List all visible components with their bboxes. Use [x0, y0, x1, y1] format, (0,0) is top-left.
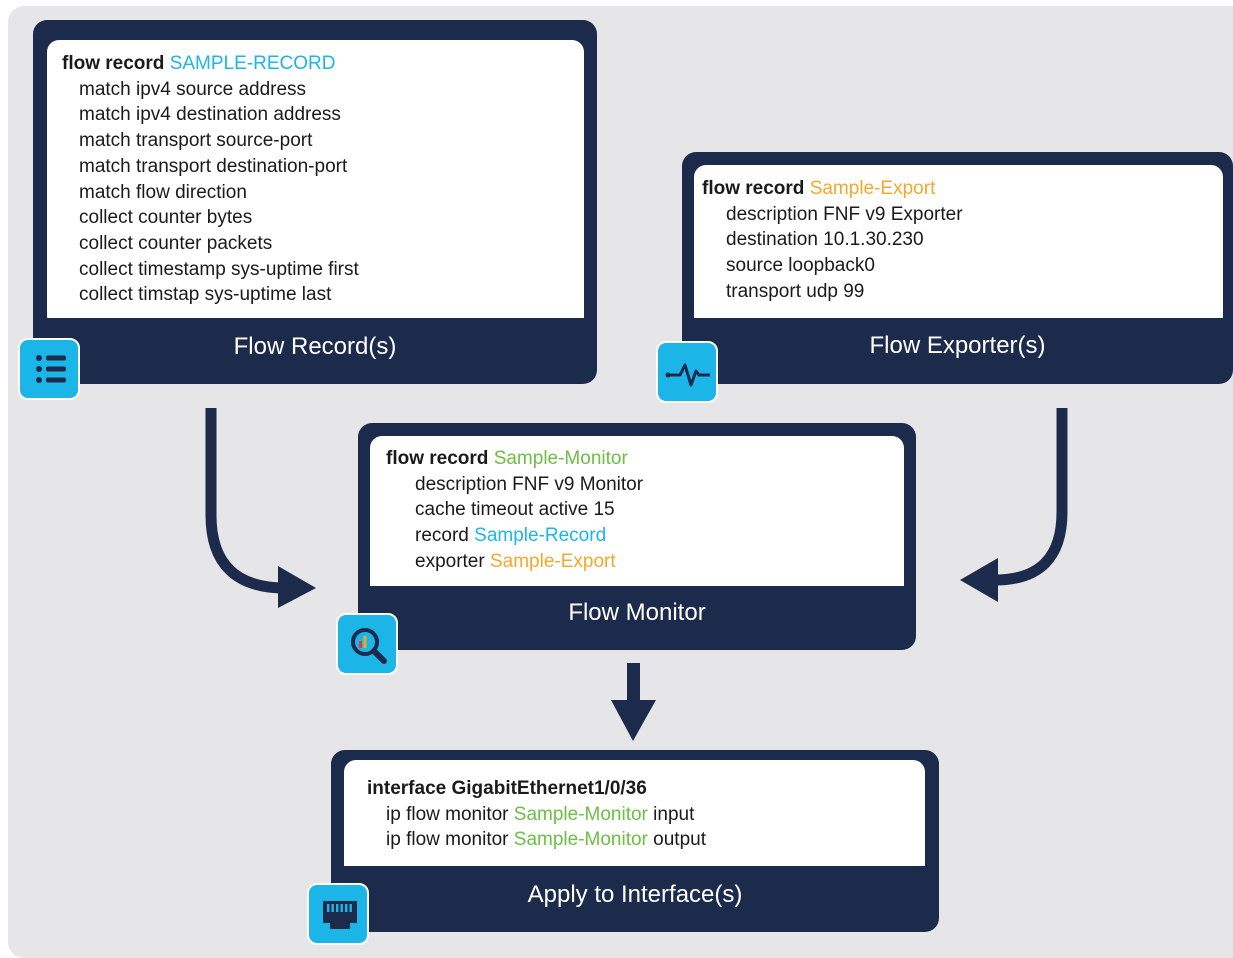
- config-line: match transport destination-port: [79, 155, 348, 177]
- config-line: description FNF v9 Exporter: [726, 203, 963, 225]
- flow-monitor-card: flow record Sample-Monitor description F…: [358, 423, 916, 650]
- arrow-monitor-to-interface-shaft: [627, 663, 640, 711]
- config-line: match transport source-port: [79, 130, 313, 152]
- arrow-exporter-to-monitor: [994, 408, 1068, 586]
- arrow-head-record-to-monitor: [278, 566, 316, 608]
- config-line: description FNF v9 Monitor: [415, 473, 644, 495]
- config-line-output: ip flow monitor Sample-Monitor output: [386, 829, 706, 851]
- config-line: collect counter bytes: [79, 207, 253, 229]
- monitor-reference: Sample-Monitor: [513, 829, 648, 851]
- config-line: transport udp 99: [726, 280, 865, 302]
- exporter-reference: Sample-Export: [489, 550, 616, 572]
- pulse-icon: [656, 341, 718, 403]
- config-line: collect timestamp sys-uptime first: [79, 258, 359, 280]
- flow-record-name: SAMPLE-RECORD: [169, 53, 336, 74]
- interface-header: interface GigabitEthernet1/0/36: [367, 778, 647, 799]
- interface-config: interface GigabitEthernet1/0/36 ip flow …: [344, 760, 925, 866]
- arrow-head-exporter-to-monitor: [960, 558, 998, 602]
- monitor-reference: Sample-Monitor: [513, 803, 648, 825]
- flow-monitor-header: flow record Sample-Monitor: [386, 448, 628, 469]
- config-line: match ipv4 source address: [79, 78, 307, 100]
- flow-record-card: flow record SAMPLE-RECORD match ipv4 sou…: [33, 20, 597, 384]
- flow-exporter-config: flow record Sample-Export description FN…: [694, 165, 1223, 318]
- config-line: source loopback0: [726, 255, 875, 277]
- ethernet-port-icon: [307, 883, 369, 945]
- config-line: collect counter packets: [79, 232, 273, 254]
- record-reference: Sample-Record: [474, 525, 607, 547]
- config-line: collect timstap sys-uptime last: [79, 284, 332, 306]
- flow-record-header: flow record SAMPLE-RECORD: [62, 53, 336, 74]
- magnifier-chart-icon: [336, 613, 398, 675]
- interface-card: interface GigabitEthernet1/0/36 ip flow …: [331, 750, 939, 932]
- config-line: destination 10.1.30.230: [726, 229, 924, 251]
- config-line: cache timeout active 15: [415, 499, 615, 521]
- config-line-record: record Sample-Record: [415, 525, 607, 547]
- flow-record-config: flow record SAMPLE-RECORD match ipv4 sou…: [47, 40, 584, 318]
- flow-record-caption: Flow Record(s): [233, 333, 397, 360]
- flow-exporter-caption: Flow Exporter(s): [869, 332, 1046, 359]
- config-line-input: ip flow monitor Sample-Monitor input: [386, 803, 695, 825]
- config-line: match ipv4 destination address: [79, 104, 341, 126]
- interface-caption: Apply to Interface(s): [527, 881, 743, 908]
- arrow-head-monitor-to-interface: [611, 700, 656, 741]
- flow-exporter-card: flow record Sample-Export description FN…: [682, 152, 1233, 384]
- flow-monitor-config: flow record Sample-Monitor description F…: [370, 436, 904, 586]
- flow-exporter-header: flow record Sample-Export: [702, 178, 936, 199]
- flow-exporter-name: Sample-Export: [809, 178, 936, 199]
- config-line: match flow direction: [79, 181, 247, 203]
- flow-monitor-caption: Flow Monitor: [568, 599, 706, 626]
- list-icon: [18, 338, 80, 400]
- arrow-record-to-monitor: [205, 408, 286, 594]
- config-line-exporter: exporter Sample-Export: [415, 550, 616, 572]
- flow-monitor-name: Sample-Monitor: [493, 448, 628, 469]
